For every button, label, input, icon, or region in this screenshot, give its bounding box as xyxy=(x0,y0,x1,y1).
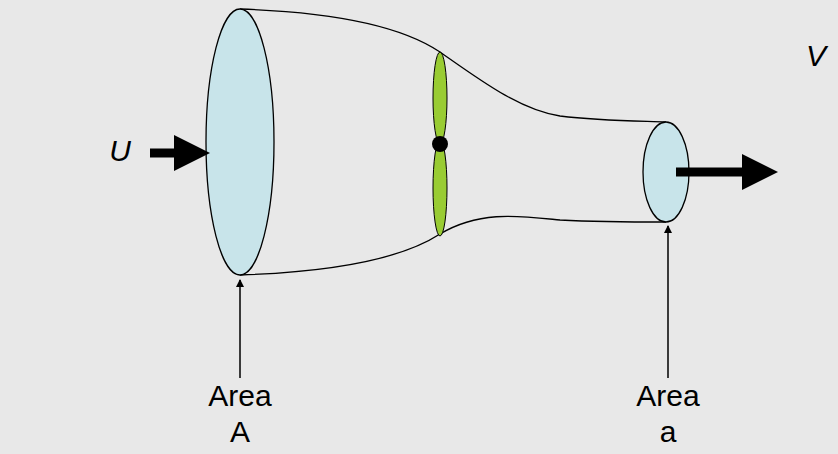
velocity-label: U xyxy=(100,133,140,169)
rotor-hub xyxy=(432,136,448,152)
inflow-arrow xyxy=(150,149,192,158)
leader-line xyxy=(239,280,241,378)
outflow-arrow xyxy=(676,168,760,177)
area-label: Area a xyxy=(626,378,710,450)
velocity-label: V xyxy=(798,38,834,74)
leader-line xyxy=(667,226,669,378)
area-label: Area A xyxy=(198,378,282,450)
rotor-blade xyxy=(433,140,447,236)
tube-wall xyxy=(240,216,666,275)
tube-wall xyxy=(240,9,666,122)
rotor-blade xyxy=(433,52,447,144)
inlet-disc xyxy=(206,9,274,275)
